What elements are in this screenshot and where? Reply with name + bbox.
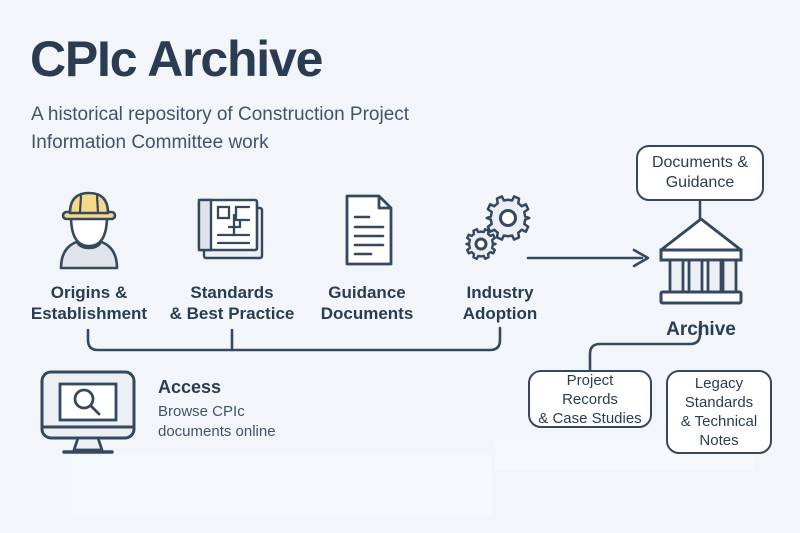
document-icon [302, 190, 432, 272]
connector-archive-to-project-records [588, 324, 702, 372]
monitor-search-icon [36, 368, 140, 465]
node-project-records[interactable]: Project Records & Case Studies [528, 370, 652, 428]
stage-guidance-documents[interactable]: Guidance Documents [302, 190, 432, 324]
access-group[interactable]: Access Browse CPIc documents online [36, 368, 336, 465]
stage-bracket [86, 326, 502, 352]
archive-building-icon [636, 210, 766, 313]
node-documents-and-guidance[interactable]: Documents & Guidance [636, 145, 764, 201]
access-text-block: Access Browse CPIc documents online [158, 376, 276, 442]
archive-label: Archive [666, 319, 736, 340]
archive-group[interactable]: Archive [636, 210, 766, 341]
page-subtitle: A historical repository of Construction … [31, 104, 410, 153]
flow-arrow-head [632, 248, 650, 268]
access-description: Browse CPIc documents online [158, 403, 276, 440]
stage-origins-establishment[interactable]: Origins & Establishment [24, 190, 154, 324]
access-title: Access [158, 377, 222, 397]
stage-standards-best-practice[interactable]: Standards & Best Practice [167, 190, 297, 324]
blueprint-icon [167, 190, 297, 272]
node-legacy-standards[interactable]: Legacy Standards & Technical Notes [666, 370, 772, 454]
stage-label: Origins & Establishment [30, 283, 148, 323]
page-title: CPIc Archive [30, 31, 323, 87]
stage-label: Guidance Documents [320, 283, 414, 323]
stage-label: Industry Adoption [462, 283, 538, 323]
construction-worker-icon [24, 190, 154, 272]
gears-icon [435, 190, 565, 272]
stage-label: Standards & Best Practice [169, 283, 295, 323]
stage-industry-adoption[interactable]: Industry Adoption [435, 190, 565, 324]
